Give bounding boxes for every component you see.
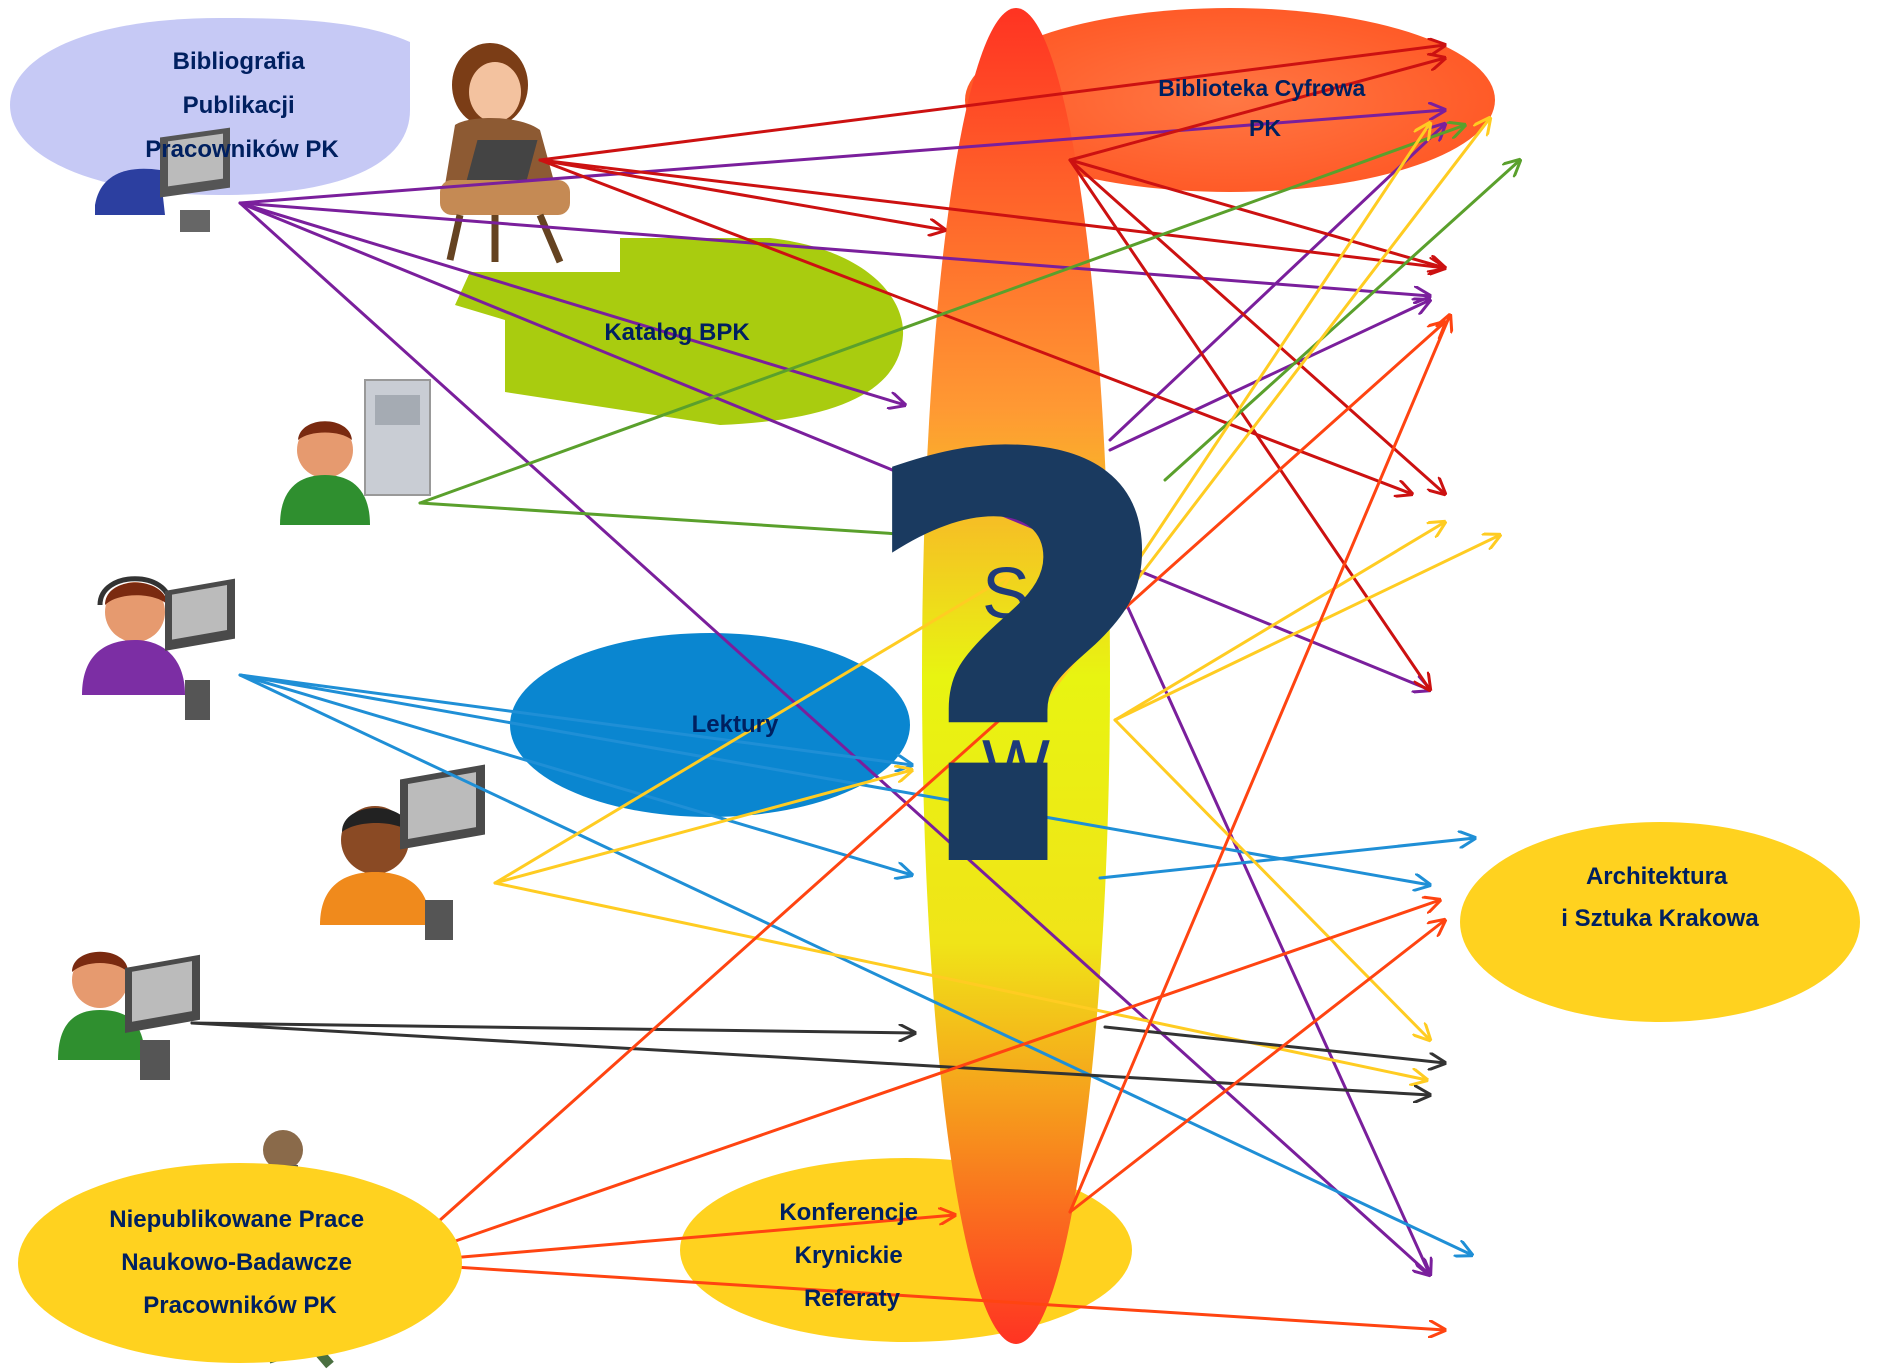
lektury-label: Lektury [692,711,779,738]
green-arrows [418,125,1520,535]
central-ellipse [922,8,1110,1344]
user-at-computer-icon [95,127,230,232]
bibliografia-bubble [10,18,410,195]
red-arrows [538,45,1445,690]
yellow-arrows [493,118,1500,1080]
woman-laptop-icon [440,43,570,264]
biblioteka-cyfrowa-label: Biblioteka Cyfrowa PK [1158,75,1371,141]
orange-red-arrows [390,315,1450,1330]
central-letter-w: W [982,726,1050,806]
architektura-label: Architektura i Sztuka Krakowa [1561,863,1759,932]
konferencje-label: Konferencje Krynickie Referaty [779,1199,924,1312]
purple-arrows [238,110,1445,1275]
question-mark-icon: ? [854,341,1179,993]
shapes-layer [10,8,1860,1344]
blue-arrows [238,673,1475,1255]
bibliografia-label: Bibliografia Publikacji Pracowników PK [145,48,339,163]
katalog-label: Katalog BPK [604,319,750,346]
katalog-shape [455,238,904,425]
black-arrows [190,1021,1445,1095]
lektury-ellipse [510,633,910,817]
user-server-icon [280,379,431,525]
person-icons [58,43,570,1369]
niepublikowane-label: Niepublikowane Prace Naukowo-Badawcze Pr… [109,1206,370,1319]
orange-user-icon [320,764,485,940]
central-letter-s: S [982,554,1030,634]
architektura-ellipse [1460,822,1860,1022]
green-user-icon [58,951,200,1080]
arrows-layer [190,45,1520,1330]
headset-user-icon [82,576,235,720]
niepublikowane-ellipse [18,1163,462,1363]
